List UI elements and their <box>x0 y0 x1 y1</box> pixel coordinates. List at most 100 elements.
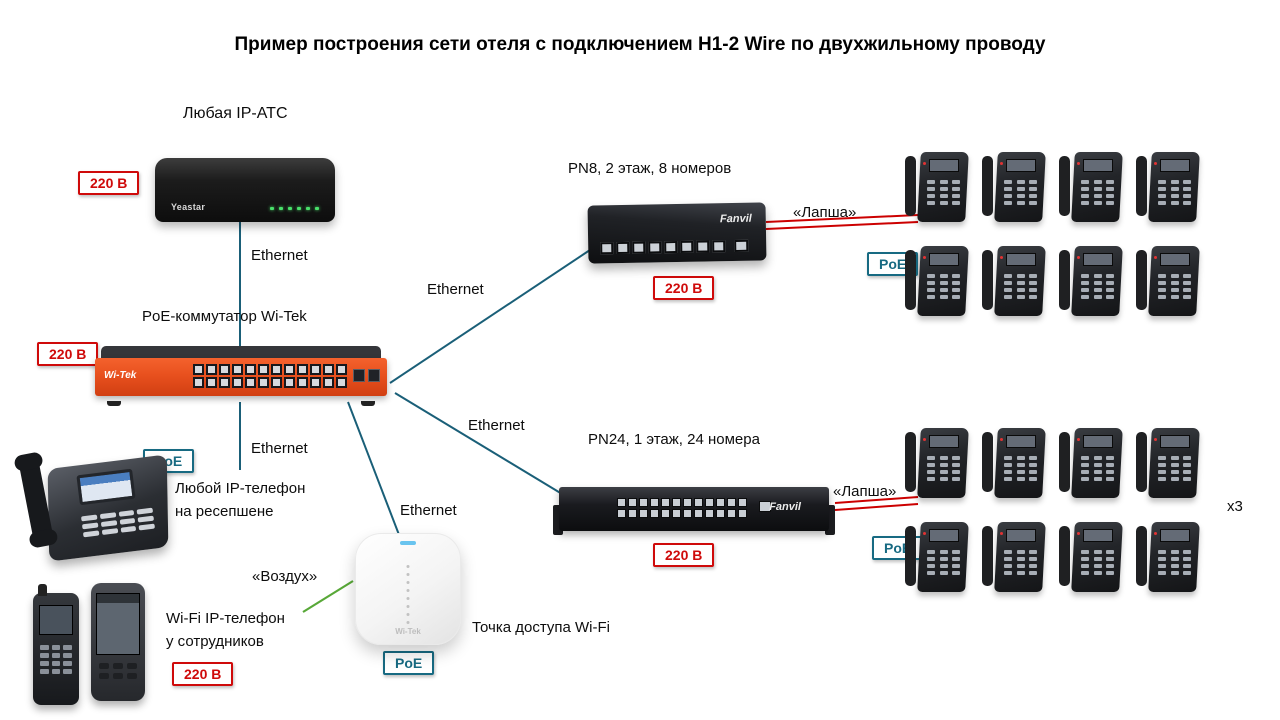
ip-pbx-body <box>155 158 335 222</box>
phone-screen <box>929 253 959 266</box>
hotel-ip-phone <box>1059 426 1123 504</box>
ip-pbx-device: Yeastar <box>155 158 335 222</box>
label-wifi-phone-1: Wi-Fi IP-телефон <box>166 610 285 627</box>
hotel-ip-phone <box>1059 150 1123 228</box>
label-air: «Воздух» <box>252 568 318 585</box>
phone-keypad <box>1004 456 1038 481</box>
link-core-pn24 <box>394 392 573 501</box>
hotel-ip-phone <box>1136 520 1200 598</box>
reception-phone-device <box>17 448 174 566</box>
core-switch-sfp-ports <box>353 369 380 382</box>
phone-screen <box>1083 253 1113 266</box>
phone-keypad <box>1081 274 1115 299</box>
phone-screen <box>1160 435 1190 448</box>
hotel-ip-phone <box>1136 426 1200 504</box>
phone-led <box>923 532 926 535</box>
pn8-switch-device: Fanvil <box>587 202 767 264</box>
label-wifi-phone-2: у сотрудников <box>166 633 264 650</box>
hotel-ip-phone <box>1059 520 1123 598</box>
label-twisted-pair-pn8: «Лапша» <box>793 204 857 221</box>
phone-led <box>923 256 926 259</box>
phone-led <box>1077 256 1080 259</box>
pn24-switch-device: Fanvil <box>553 487 835 535</box>
phone-led <box>1154 532 1157 535</box>
label-ethernet-pbx-core: Ethernet <box>251 247 308 264</box>
phone-screen <box>1006 435 1036 448</box>
core-switch-device: Wi-Tek <box>95 346 387 406</box>
power-badge-core: 220 В <box>37 342 99 366</box>
phone-keypad <box>1081 550 1115 575</box>
phone-screen <box>929 159 959 172</box>
phone-row <box>905 244 1200 322</box>
diagram-title: Пример построения сети отеля с подключен… <box>234 34 1046 55</box>
hotel-ip-phone <box>982 150 1046 228</box>
pn8-uplink-port <box>734 239 749 253</box>
hotel-ip-phone <box>905 520 969 598</box>
label-pbx: Любая IP-АТС <box>183 105 288 122</box>
phone-screen <box>1083 529 1113 542</box>
phone-screen <box>1006 159 1036 172</box>
hotel-ip-phone <box>905 150 969 228</box>
phone-screen <box>1160 159 1190 172</box>
phone-row <box>905 150 1200 228</box>
phone-screen <box>929 435 959 448</box>
ip-pbx-leds <box>270 207 319 210</box>
phone-led <box>1154 162 1157 165</box>
label-reception-phone-1: Любой IP-телефон <box>175 480 306 497</box>
power-badge-pn8: 220 В <box>653 276 715 300</box>
label-reception-phone-2: на ресепшене <box>175 503 274 520</box>
phone-keypad <box>1158 180 1192 205</box>
phone-keypad <box>927 550 961 575</box>
phone-led <box>923 162 926 165</box>
phone-led <box>1077 438 1080 441</box>
phone-screen <box>1083 435 1113 448</box>
phone-keypad <box>1158 550 1192 575</box>
phone-led <box>1154 438 1157 441</box>
hotel-ip-phone <box>1136 244 1200 322</box>
hotel-ip-phone <box>982 426 1046 504</box>
pn24-switch-body: Fanvil <box>559 487 829 531</box>
hotel-ip-phone <box>905 244 969 322</box>
phone-screen <box>1160 529 1190 542</box>
phone-keypad <box>99 663 137 679</box>
core-switch-foot <box>361 401 375 406</box>
pn24-brand: Fanvil <box>769 501 801 513</box>
phone-led <box>1077 532 1080 535</box>
ip-pbx-brand: Yeastar <box>171 202 206 212</box>
phone-keypad <box>1004 550 1038 575</box>
phone-keypad <box>1081 456 1115 481</box>
label-ethernet-core-pn24: Ethernet <box>468 417 525 434</box>
core-switch-front: Wi-Tek <box>95 358 387 396</box>
pn24-uplink-port <box>759 501 771 512</box>
label-twisted-pair-pn24: «Лапша» <box>833 483 897 500</box>
pn24-rack-ear <box>825 505 835 535</box>
phone-screen <box>1006 253 1036 266</box>
access-point-device: Wi-Tek <box>355 533 461 645</box>
link-core-pn8 <box>389 241 603 384</box>
pn8-brand: Fanvil <box>719 212 752 226</box>
phone-row <box>905 426 1200 504</box>
phone-keypad <box>40 645 72 674</box>
core-switch-foot <box>107 401 121 406</box>
phone-led <box>1154 256 1157 259</box>
phone-keypad <box>1004 274 1038 299</box>
access-point-brand: Wi-Tek <box>395 627 421 636</box>
link-core-ap <box>347 401 407 554</box>
phone-keypad <box>927 456 961 481</box>
phone-keypad <box>927 180 961 205</box>
hotel-ip-phone <box>1059 244 1123 322</box>
phone-group-floor2 <box>905 150 1200 322</box>
pn24-rack-ear <box>553 505 563 535</box>
phone-keypad <box>1158 274 1192 299</box>
phone-led <box>1000 532 1003 535</box>
phone-keypad <box>927 274 961 299</box>
phone-led <box>1000 256 1003 259</box>
phone-screen <box>1160 253 1190 266</box>
core-switch-brand: Wi-Tek <box>104 370 137 381</box>
wire-pn8-phones-1 <box>765 214 919 223</box>
label-pn24: PN24, 1 этаж, 24 номера <box>588 431 760 448</box>
power-badge-pn24: 220 В <box>653 543 715 567</box>
label-ethernet-core-reception: Ethernet <box>251 440 308 457</box>
